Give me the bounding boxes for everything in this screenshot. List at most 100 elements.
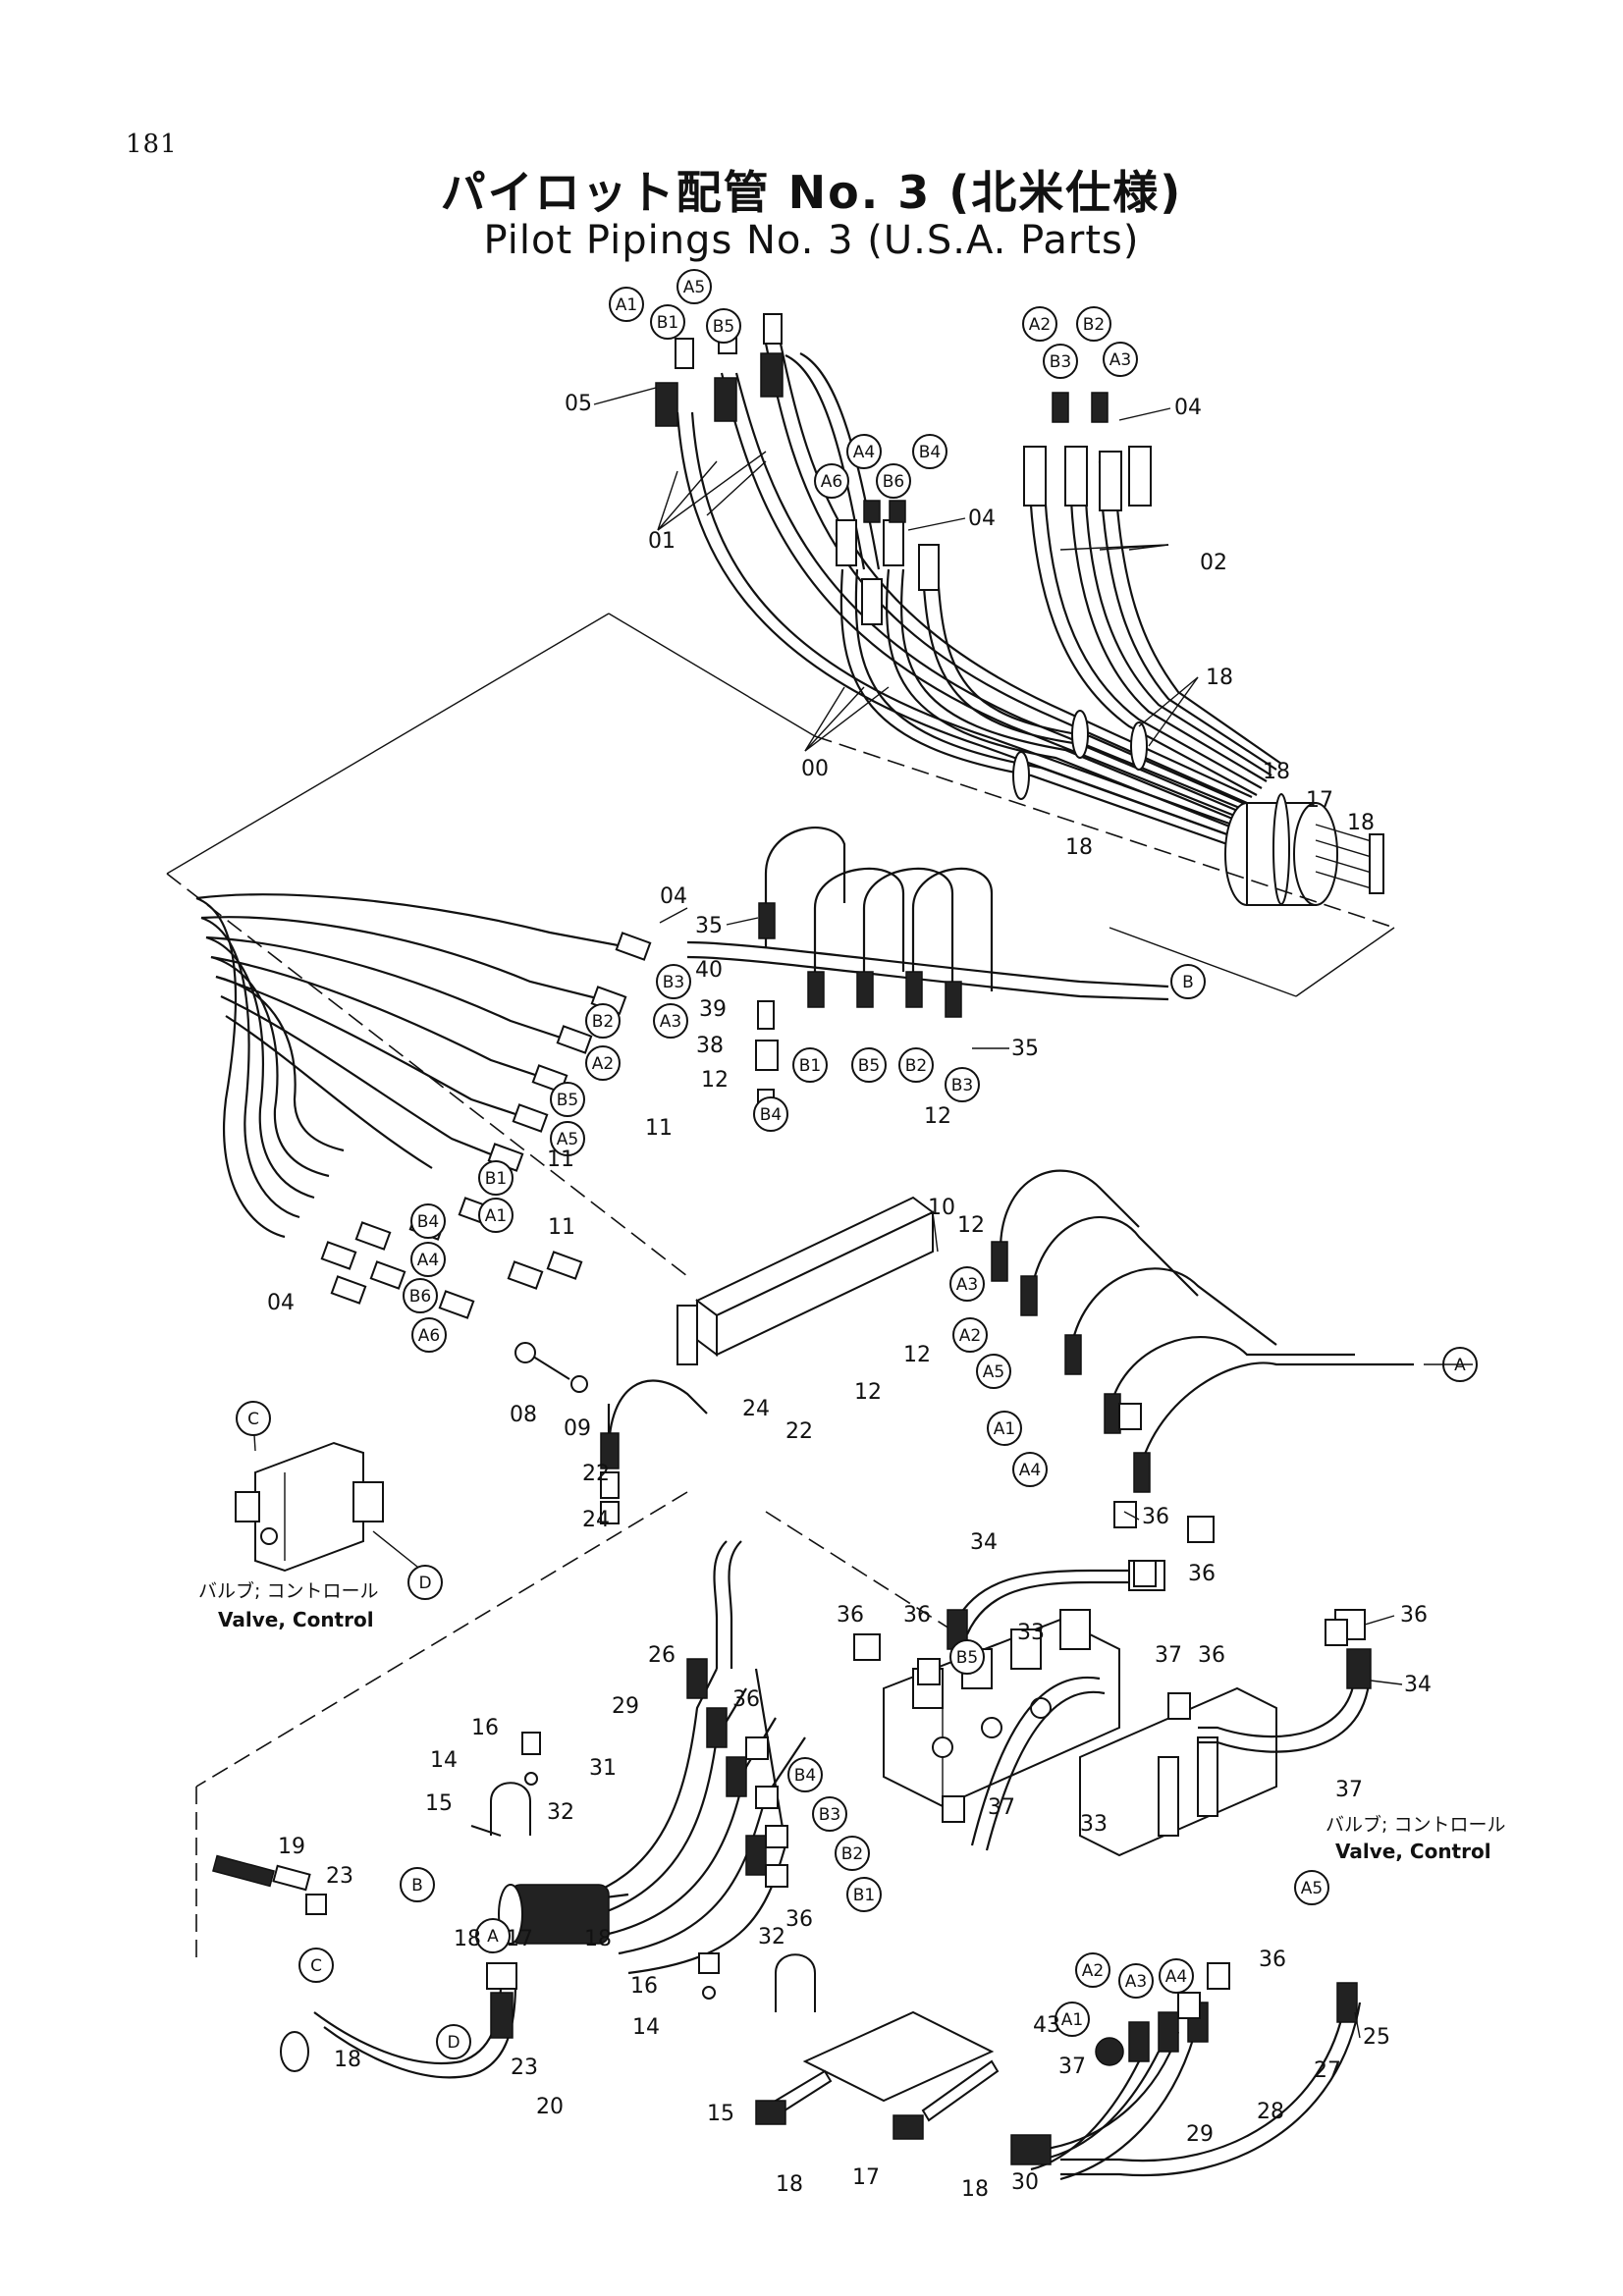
svg-text:B5: B5 — [956, 1648, 978, 1668]
svg-text:00: 00 — [801, 757, 829, 781]
svg-text:12: 12 — [924, 1104, 951, 1129]
svg-text:A3: A3 — [1109, 350, 1131, 370]
svg-text:19: 19 — [278, 1835, 305, 1859]
svg-text:02: 02 — [1200, 551, 1227, 575]
svg-text:B5: B5 — [557, 1091, 578, 1110]
svg-text:18: 18 — [1347, 811, 1375, 835]
marker-a2: A2 — [1022, 306, 1057, 342]
marker-b3-bottom: B3 — [812, 1796, 847, 1832]
marker-a1-mid: A1 — [478, 1198, 514, 1233]
svg-text:B2: B2 — [1083, 315, 1105, 335]
marker-b-bottom: B — [400, 1867, 435, 1902]
svg-text:A6: A6 — [821, 472, 842, 492]
svg-text:C: C — [310, 1956, 322, 1976]
marker-b6-mid: B6 — [403, 1278, 438, 1313]
marker-b3-top: B3 — [945, 1067, 980, 1102]
svg-text:B3: B3 — [951, 1076, 973, 1095]
svg-text:A3: A3 — [1125, 1972, 1147, 1992]
svg-text:18: 18 — [454, 1927, 481, 1951]
svg-text:29: 29 — [612, 1694, 639, 1719]
svg-text:C: C — [247, 1410, 259, 1429]
marker-a2-bottom: A2 — [1075, 1952, 1110, 1988]
svg-text:A4: A4 — [1165, 1967, 1187, 1987]
svg-text:D: D — [418, 1574, 431, 1593]
svg-text:A2: A2 — [959, 1326, 981, 1346]
svg-text:A2: A2 — [1082, 1961, 1104, 1981]
svg-text:A4: A4 — [417, 1251, 439, 1270]
svg-text:B1: B1 — [799, 1056, 821, 1076]
marker-b2-top: B2 — [898, 1047, 934, 1083]
marker-b5-mid: B5 — [550, 1082, 585, 1117]
marker-b1-bottom: B1 — [846, 1877, 882, 1912]
svg-text:35: 35 — [695, 914, 723, 938]
svg-text:36: 36 — [837, 1603, 864, 1628]
svg-text:12: 12 — [957, 1213, 985, 1238]
svg-text:B3: B3 — [819, 1805, 840, 1825]
svg-text:18: 18 — [1206, 666, 1233, 690]
group-boundary-lines — [166, 613, 1395, 1963]
svg-text:25: 25 — [1363, 2025, 1390, 2050]
svg-text:17: 17 — [506, 1927, 533, 1951]
title-japanese: パイロット配管 No. 3 (北米仕様) — [440, 166, 1183, 219]
title-english: Pilot Pipings No. 3 (U.S.A. Parts) — [483, 218, 1140, 263]
svg-text:14: 14 — [632, 2015, 660, 2040]
svg-text:32: 32 — [547, 1800, 574, 1825]
marker-b2: B2 — [1076, 306, 1111, 342]
svg-text:04: 04 — [968, 507, 996, 531]
svg-text:A6: A6 — [418, 1326, 440, 1346]
svg-text:35: 35 — [1011, 1037, 1039, 1061]
marker-a6-mid: A6 — [411, 1317, 447, 1353]
svg-text:11: 11 — [548, 1215, 575, 1240]
svg-text:22: 22 — [582, 1462, 610, 1486]
svg-text:14: 14 — [430, 1748, 458, 1773]
svg-text:B4: B4 — [919, 443, 941, 462]
control-valve-left — [235, 1417, 423, 1573]
svg-text:18: 18 — [334, 2048, 361, 2072]
marker-c-bottom: C — [298, 1948, 334, 1983]
middle-hose-bundle — [195, 827, 1414, 1524]
svg-text:36: 36 — [1142, 1505, 1169, 1529]
marker-b3-mid: B3 — [656, 964, 691, 999]
svg-text:08: 08 — [510, 1403, 537, 1427]
marker-a2-mid: A2 — [585, 1045, 621, 1081]
svg-text:12: 12 — [854, 1380, 882, 1405]
svg-text:B5: B5 — [713, 317, 734, 337]
svg-text:18: 18 — [1263, 760, 1290, 784]
marker-a2-right: A2 — [952, 1317, 988, 1353]
svg-text:37: 37 — [1058, 2055, 1086, 2079]
svg-text:B: B — [411, 1876, 423, 1896]
svg-text:26: 26 — [648, 1643, 676, 1668]
svg-text:32: 32 — [758, 1925, 785, 1949]
svg-text:B4: B4 — [760, 1105, 782, 1125]
svg-text:36: 36 — [1188, 1562, 1216, 1586]
svg-text:09: 09 — [564, 1416, 591, 1441]
svg-text:36: 36 — [732, 1687, 760, 1712]
svg-text:36: 36 — [785, 1907, 813, 1932]
svg-text:36: 36 — [1198, 1643, 1225, 1668]
svg-text:36: 36 — [1400, 1603, 1428, 1628]
marker-a4-right: A4 — [1012, 1452, 1048, 1487]
svg-text:30: 30 — [1011, 2170, 1039, 2195]
svg-text:27: 27 — [1314, 2058, 1341, 2083]
svg-text:33: 33 — [1080, 1812, 1108, 1837]
svg-text:31: 31 — [589, 1756, 617, 1781]
marker-a5-right: A5 — [976, 1354, 1011, 1389]
svg-text:B6: B6 — [883, 472, 904, 492]
svg-text:15: 15 — [707, 2102, 734, 2126]
svg-text:12: 12 — [903, 1343, 931, 1367]
svg-text:28: 28 — [1257, 2100, 1284, 2124]
marker-a4: A4 — [846, 434, 882, 469]
caption-ja-left: バルブ; コントロール — [198, 1579, 378, 1602]
svg-text:18: 18 — [1065, 835, 1093, 860]
marker-b: B — [1170, 964, 1206, 999]
svg-text:22: 22 — [785, 1419, 813, 1444]
marker-b4-top: B4 — [753, 1096, 788, 1132]
svg-text:33: 33 — [1017, 1621, 1045, 1645]
marker-b6: B6 — [876, 463, 911, 499]
svg-text:B3: B3 — [663, 973, 684, 992]
marker-a6: A6 — [814, 463, 849, 499]
svg-text:40: 40 — [695, 958, 723, 983]
svg-text:01: 01 — [648, 529, 676, 554]
svg-text:23: 23 — [326, 1864, 353, 1889]
